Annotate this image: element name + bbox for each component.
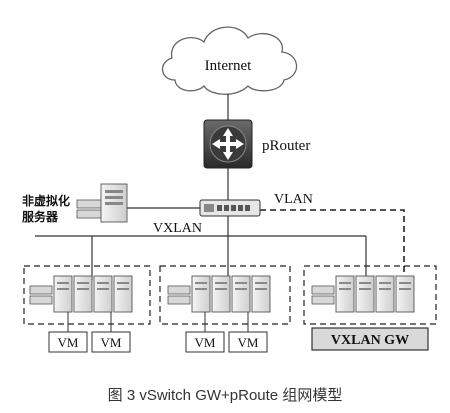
- server-group-1: VM VM: [23, 265, 151, 353]
- vm-label-3: VM: [195, 335, 216, 350]
- vxlan-gw-box: [311, 327, 429, 351]
- server-group-3: VXLAN GW: [303, 265, 437, 351]
- vlan-dashed-link: [260, 209, 405, 286]
- switch-icon: [199, 199, 261, 217]
- vxlan-gw-label: VXLAN GW: [331, 333, 409, 348]
- prouter-node: pRouter: [203, 119, 310, 169]
- nonvirtual-server: 非虚拟化 服务器: [22, 183, 128, 224]
- nonvirtual-label-line2: 服务器: [22, 209, 59, 224]
- server-group-2: VM VM: [159, 265, 291, 353]
- switch-node: [199, 199, 261, 217]
- vlan-label: VLAN: [274, 192, 313, 207]
- internet-label: Internet: [205, 58, 252, 74]
- prouter-label: pRouter: [262, 138, 310, 154]
- vm-box-4: [228, 331, 268, 353]
- nonvirtual-label-line1: 非虚拟化: [22, 193, 70, 208]
- vm-box-1: [48, 331, 88, 353]
- vm-label-2: VM: [101, 335, 122, 350]
- vm-label-4: VM: [238, 335, 259, 350]
- vxlan-label: VXLAN: [153, 221, 202, 236]
- figure-caption: 图 3 vSwitch GW+pRoute 组网模型: [107, 387, 343, 404]
- vm-label-1: VM: [58, 335, 79, 350]
- vm-box-3: [185, 331, 225, 353]
- internet-cloud: Internet: [161, 26, 298, 95]
- vm-box-2: [91, 331, 131, 353]
